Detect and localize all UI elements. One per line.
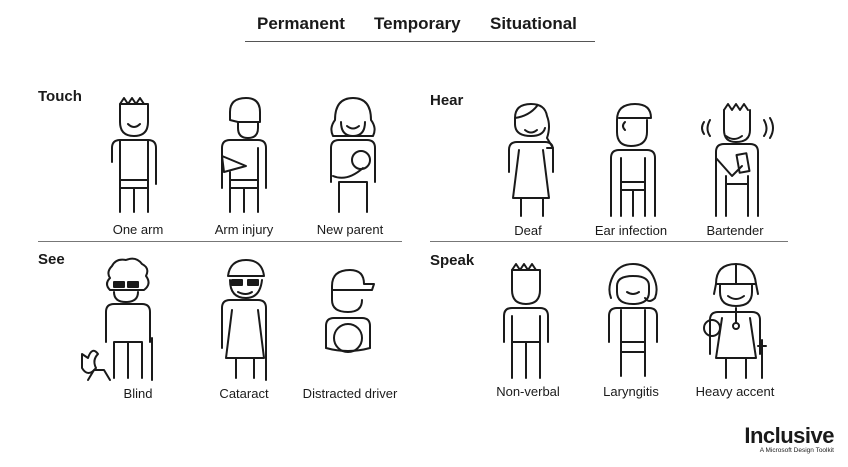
- brand-tagline: A Microsoft Design Toolkit: [759, 447, 834, 454]
- header-situational: Situational: [490, 14, 577, 33]
- caption-arm-injury: Arm injury: [214, 222, 274, 237]
- header-rule: [245, 41, 595, 42]
- caption-bartender: Bartender: [706, 223, 764, 238]
- section-label-touch: Touch: [38, 88, 82, 105]
- caption-distracted-driver: Distracted driver: [302, 386, 398, 401]
- divider-right: [430, 241, 788, 242]
- caption-ear-infection: Ear infection: [594, 223, 668, 238]
- section-label-see: See: [38, 251, 65, 268]
- divider-left: [38, 241, 402, 242]
- caption-heavy-accent: Heavy accent: [695, 384, 775, 399]
- brand-logo: Inclusive A Microsoft Design Toolkit: [744, 425, 834, 455]
- column-headers: Permanent Temporary Situational: [0, 14, 848, 40]
- caption-laryngitis: Laryngitis: [603, 384, 659, 399]
- section-label-hear: Hear: [430, 92, 464, 109]
- brand-name: Inclusive: [744, 423, 834, 448]
- caption-blind: Blind: [123, 386, 153, 401]
- header-permanent: Permanent: [257, 14, 345, 33]
- caption-non-verbal: Non-verbal: [496, 384, 560, 399]
- caption-one-arm: One arm: [112, 222, 164, 237]
- caption-deaf: Deaf: [514, 223, 542, 238]
- caption-new-parent: New parent: [316, 222, 384, 237]
- caption-cataract: Cataract: [219, 386, 269, 401]
- header-temporary: Temporary: [374, 14, 461, 33]
- section-label-speak: Speak: [430, 252, 475, 269]
